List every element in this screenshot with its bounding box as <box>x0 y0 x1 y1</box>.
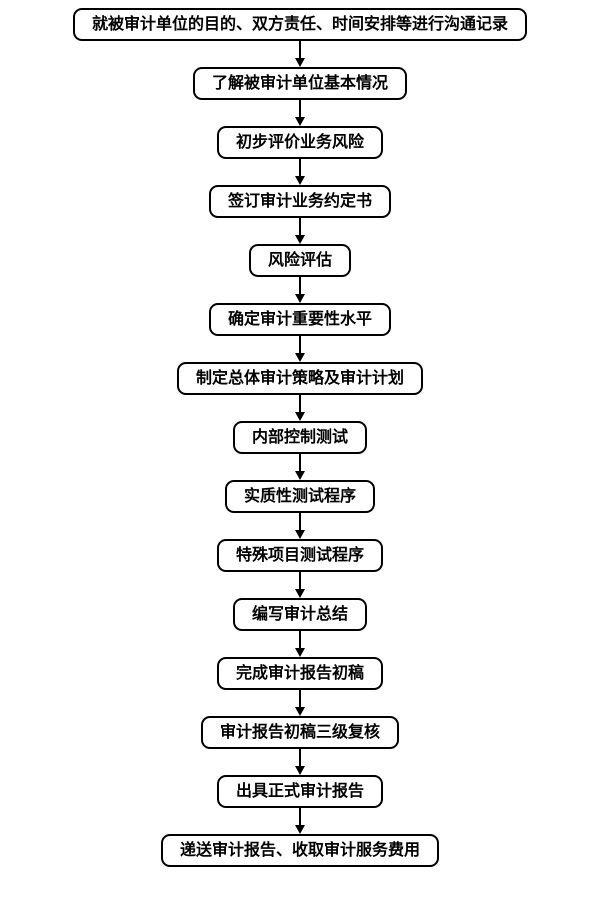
arrow-down-icon <box>295 808 305 834</box>
arrow-down-icon <box>295 690 305 716</box>
flow-step-risk-assessment: 风险评估 <box>248 244 351 277</box>
arrow-down-icon <box>295 454 305 480</box>
flow-step-preliminary-risk-evaluation: 初步评价业务风险 <box>216 126 383 159</box>
arrow-down-icon <box>295 749 305 775</box>
arrow-down-icon <box>295 631 305 657</box>
flow-step-determine-materiality: 确定审计重要性水平 <box>208 303 391 336</box>
arrow-down-icon <box>295 218 305 244</box>
flow-step-complete-draft-report: 完成审计报告初稿 <box>216 657 383 690</box>
flow-step-substantive-procedures: 实质性测试程序 <box>224 480 375 513</box>
arrow-down-icon <box>295 572 305 598</box>
arrow-down-icon <box>295 336 305 362</box>
arrow-down-icon <box>295 277 305 303</box>
flow-step-write-audit-summary: 编写审计总结 <box>232 598 367 631</box>
flow-step-internal-control-testing: 内部控制测试 <box>232 421 367 454</box>
flow-step-overall-strategy-and-plan: 制定总体审计策略及审计计划 <box>176 362 423 395</box>
arrow-down-icon <box>295 513 305 539</box>
arrow-down-icon <box>295 395 305 421</box>
flow-step-three-level-review: 审计报告初稿三级复核 <box>200 716 399 749</box>
flow-step-understand-entity: 了解被审计单位基本情况 <box>192 67 407 100</box>
arrow-down-icon <box>295 100 305 126</box>
flow-step-special-item-procedures: 特殊项目测试程序 <box>216 539 383 572</box>
flow-step-issue-formal-report: 出具正式审计报告 <box>216 775 383 808</box>
flow-step-communication-record: 就被审计单位的目的、双方责任、时间安排等进行沟通记录 <box>72 8 527 41</box>
flow-step-deliver-report-collect-fees: 递送审计报告、收取审计服务费用 <box>160 834 439 867</box>
flow-step-sign-engagement-letter: 签订审计业务约定书 <box>208 185 391 218</box>
arrow-down-icon <box>295 41 305 67</box>
arrow-down-icon <box>295 159 305 185</box>
